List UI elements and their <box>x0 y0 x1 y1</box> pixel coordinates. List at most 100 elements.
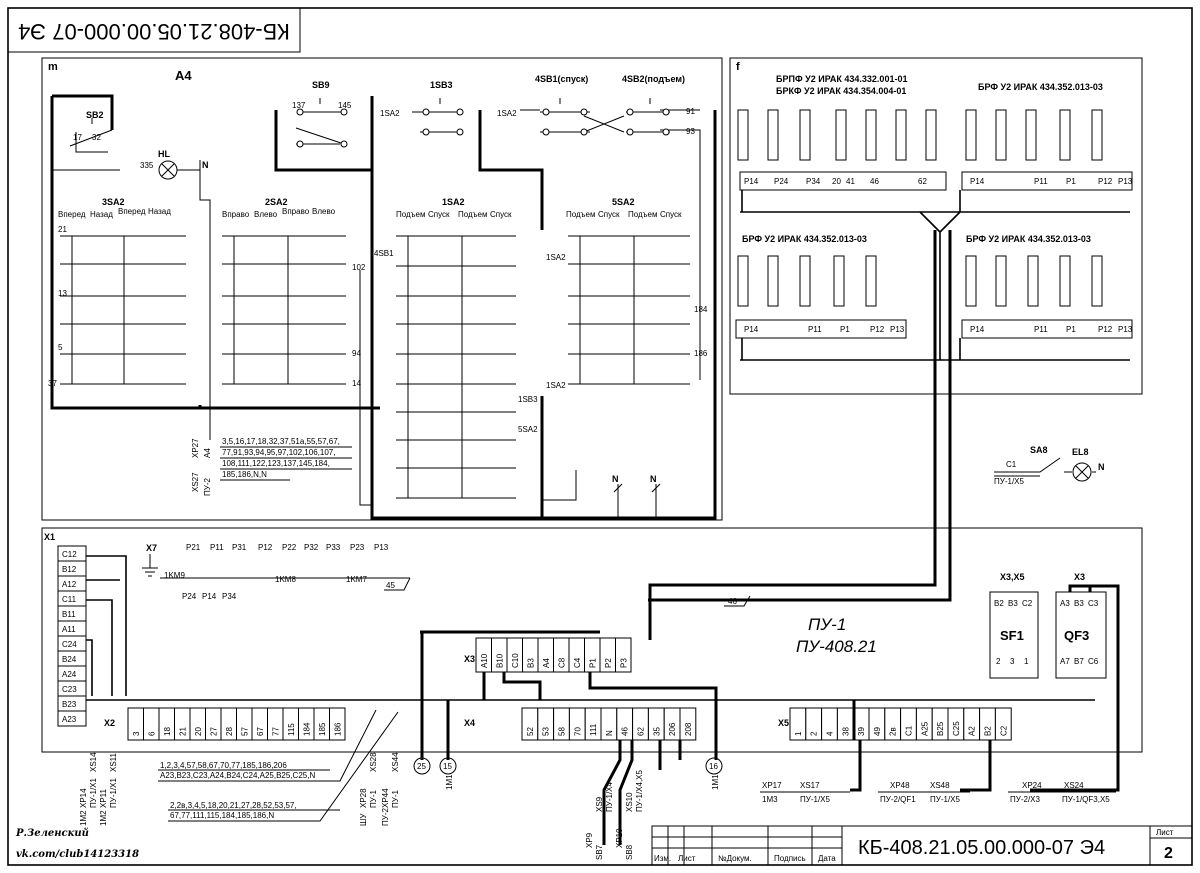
x4-terminal-label: 206 <box>668 722 677 736</box>
svg-text:1SA2: 1SA2 <box>546 253 566 262</box>
svg-text:1SA2: 1SA2 <box>546 381 566 390</box>
svg-text:P14: P14 <box>744 177 759 186</box>
svg-text:1SB3: 1SB3 <box>518 395 538 404</box>
x1-terminal-label: B11 <box>62 610 76 619</box>
x2-terminal-label: 184 <box>302 722 311 736</box>
svg-text:Р.Зеленский: Р.Зеленский <box>15 828 89 839</box>
vertical-connector-label: ПУ-2 <box>381 808 390 826</box>
x1-terminal-label: A23 <box>62 715 77 724</box>
x4-terminal-label: 58 <box>558 727 567 736</box>
svg-text:Влево: Влево <box>312 207 336 216</box>
svg-text:Изм.: Изм. <box>654 854 671 863</box>
svg-text:Вправо: Вправо <box>282 207 310 216</box>
x5-terminal-label: A25 <box>920 721 929 736</box>
svg-text:2: 2 <box>996 657 1001 666</box>
x5-terminal-label: 38 <box>841 727 850 736</box>
vertical-connector-label: ПУ-1/X4 <box>605 781 614 812</box>
svg-text:93: 93 <box>686 127 695 136</box>
svg-text:ПУ-1/X5: ПУ-1/X5 <box>994 477 1025 486</box>
svg-text:4SB2(подъем): 4SB2(подъем) <box>622 74 685 84</box>
svg-text:БРФ У2 ИРАК 434.352.013-03: БРФ У2 ИРАК 434.352.013-03 <box>978 82 1103 92</box>
x4-terminal-label: 208 <box>684 722 693 736</box>
svg-text:186: 186 <box>694 349 708 358</box>
svg-text:XP27: XP27 <box>191 438 200 458</box>
x2-terminal-label: 6 <box>147 731 156 736</box>
svg-text:Назад: Назад <box>148 207 171 216</box>
svg-text:Спуск: Спуск <box>660 210 682 219</box>
x2-terminal-block: X2 <box>104 718 115 728</box>
f-block-4: БРФ У2 ИРАК 434.352.013-03 P14 P11 P1 P1… <box>961 234 1133 339</box>
vertical-connector-label: XP10 <box>615 828 624 848</box>
svg-text:14: 14 <box>352 379 361 388</box>
plug-xp17: XP17 XS17 1M3 ПУ-1/X5 <box>760 781 850 804</box>
svg-text:XS17: XS17 <box>800 781 820 790</box>
svg-text:16: 16 <box>709 762 718 771</box>
pu-name: ПУ-1 ПУ-408.21 <box>796 615 877 656</box>
svg-text:P11: P11 <box>1034 325 1048 334</box>
svg-text:108,111,122,123,137,145,184,: 108,111,122,123,137,145,184, <box>222 459 330 468</box>
svg-text:17: 17 <box>73 133 82 142</box>
svg-text:A3: A3 <box>1060 599 1070 608</box>
stamp-top-text: КБ-408.21.05.00.000-07 Э4 <box>18 19 290 44</box>
svg-text:62: 62 <box>918 177 927 186</box>
svg-text:184: 184 <box>694 305 708 314</box>
svg-text:N: N <box>650 474 657 484</box>
svg-text:X4: X4 <box>464 718 475 728</box>
x3-terminal-label: P1 <box>588 658 597 668</box>
svg-text:SB9: SB9 <box>312 80 330 90</box>
svg-text:SF1: SF1 <box>1000 628 1024 643</box>
sf1-breaker: X3,X5 B2 B3 C2 SF1 2 3 1 <box>989 572 1039 679</box>
svg-text:P24: P24 <box>182 592 197 601</box>
svg-text:1M3: 1M3 <box>762 795 778 804</box>
svg-text:C3: C3 <box>1088 599 1099 608</box>
x5-terminal-label: A2 <box>968 726 977 736</box>
svg-text:P21: P21 <box>186 543 201 552</box>
x2-terminal-label: 20 <box>194 727 203 736</box>
x2-terminal-label: 186 <box>333 722 342 736</box>
svg-text:P13: P13 <box>890 325 905 334</box>
svg-text:45: 45 <box>386 581 395 590</box>
a4-bus <box>50 94 717 520</box>
svg-text:91: 91 <box>686 107 695 116</box>
svg-text:SB2: SB2 <box>86 110 104 120</box>
vertical-connector-label: XP9 <box>585 832 594 848</box>
x5-cell <box>994 707 1012 741</box>
svg-text:P24: P24 <box>774 177 789 186</box>
vertical-connector-label: XS44 <box>391 752 400 772</box>
svg-text:1SA2: 1SA2 <box>442 197 465 207</box>
svg-text:3,5,16,17,18,32,37,51а,55,57,6: 3,5,16,17,18,32,37,51а,55,57,67, <box>222 437 340 446</box>
section-m-name: A4 <box>175 68 192 83</box>
svg-text:QF3: QF3 <box>1064 628 1089 643</box>
svg-text:P23: P23 <box>350 543 365 552</box>
vertical-connector-label: ПУ-1/X4,X5 <box>635 769 644 812</box>
x2-terminal-label: 115 <box>287 723 296 736</box>
svg-text:Подпись: Подпись <box>774 854 806 863</box>
svg-text:Назад: Назад <box>90 210 113 219</box>
svg-text:N: N <box>1098 462 1105 472</box>
svg-text:vk.com/club14123318: vk.com/club14123318 <box>16 849 139 860</box>
svg-text:Вправо: Вправо <box>222 210 250 219</box>
x3-terminal-label: P3 <box>619 658 628 668</box>
svg-text:Подъем: Подъем <box>566 210 595 219</box>
x4-x5-wires <box>602 700 992 845</box>
svg-text:P14: P14 <box>970 177 985 186</box>
x4-terminal-label: N <box>605 730 614 736</box>
svg-text:№Докум.: №Докум. <box>718 854 752 863</box>
f-cable-down <box>648 230 952 640</box>
x3-terminal-label: C4 <box>573 657 582 668</box>
svg-text:X3,X5: X3,X5 <box>1000 572 1025 582</box>
svg-text:XS24: XS24 <box>1064 781 1084 790</box>
svg-text:БРКФ У2 ИРАК 434.354.004-01: БРКФ У2 ИРАК 434.354.004-01 <box>776 86 906 96</box>
x3-cell <box>615 637 632 673</box>
svg-text:P31: P31 <box>232 543 247 552</box>
vertical-connector-label: ПУ-1 <box>391 790 400 808</box>
f-block-1: БРПФ У2 ИРАК 434.332.001-01 БРКФ У2 ИРАК… <box>737 74 947 191</box>
svg-text:1SA2: 1SA2 <box>380 109 400 118</box>
stamp-top-box <box>7 7 301 53</box>
bottom-cable-list-1: 1,2,3,4,57,58,67,70,77,185,186,206 A23,B… <box>158 709 377 782</box>
